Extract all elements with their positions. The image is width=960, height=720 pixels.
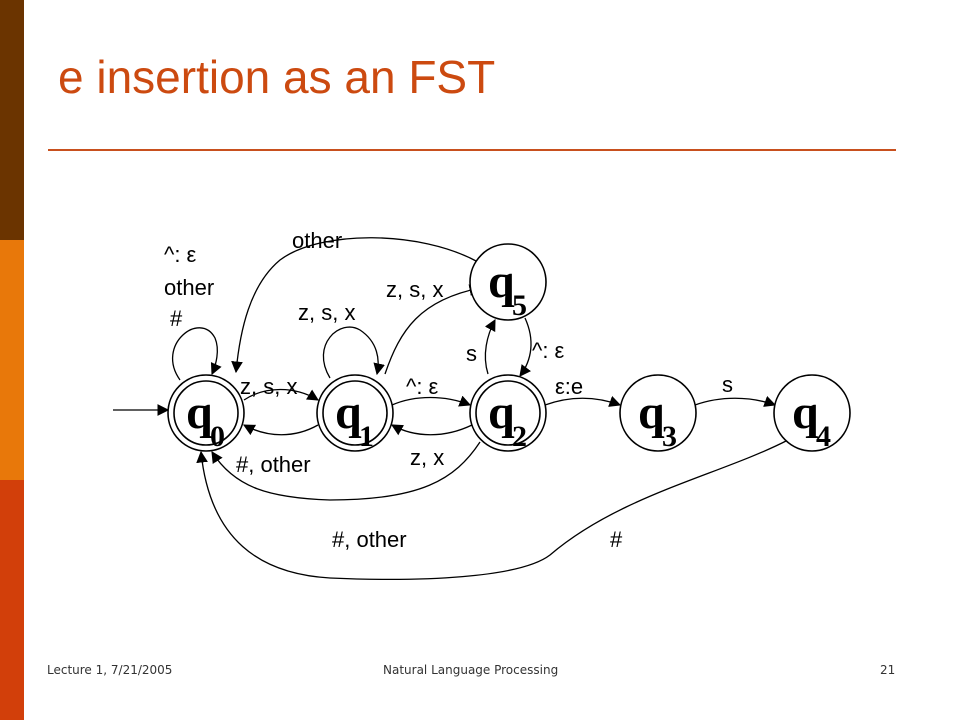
edge-q5-to-q0: [231, 237, 479, 374]
edge-label-q4-to-q0: #: [610, 527, 623, 552]
state-q3: [619, 374, 697, 452]
slide-title: e insertion as an FST: [58, 51, 496, 103]
edge-label-q1-to-q5: z, s, x: [386, 277, 443, 302]
edge-label-q5-to-q2: ^: ε: [532, 338, 565, 363]
side-bar-middle: [0, 240, 24, 480]
side-bar-top: [0, 0, 24, 240]
state-q4: [773, 374, 851, 452]
state-q5: [469, 243, 547, 321]
state-q1-sub: 1: [359, 420, 374, 453]
state-q3-letter: q: [638, 386, 665, 439]
edge-label-q0-to-q1: z, s, x: [240, 374, 297, 399]
edge-label-q5-to-q0: other: [292, 228, 342, 253]
edge-q0-to-q1: [243, 388, 319, 401]
edge-q1-to-q0: [242, 424, 319, 436]
edge-label-q1-loop: z, s, x: [298, 300, 355, 325]
footer-course-name: Natural Language Processing: [383, 663, 559, 677]
state-q2-letter: q: [488, 386, 515, 439]
edge-label-q3-to-q4: s: [722, 372, 733, 397]
state-q0-sub: 0: [210, 420, 225, 453]
state-q1-letter: q: [335, 386, 362, 439]
state-q0-letter: q: [186, 386, 213, 439]
edge-label-q2-to-q1: z, x: [410, 445, 444, 470]
state-q5-sub: 5: [512, 289, 527, 322]
edge-label-q2-to-q0: #, other: [332, 527, 407, 552]
edge-label-q2-to-q5: s: [466, 341, 477, 366]
state-q0: [167, 374, 245, 452]
footer-lecture-date: Lecture 1, 7/21/2005: [47, 663, 173, 677]
edge-q2-to-q3: [544, 395, 622, 407]
edge-q0-loop: [172, 327, 222, 381]
edge-label-q1-to-q2: ^: ε: [406, 374, 439, 399]
edge-label-q2-to-q3: ε:e: [555, 374, 583, 399]
edge-q5-to-q2: [519, 317, 532, 377]
edge-q1-loop: [322, 326, 385, 379]
edge-q2-to-q0: [211, 441, 481, 501]
edge-label-q0-loop-1: ^: ε: [164, 242, 197, 267]
state-q4-letter: q: [792, 386, 819, 439]
edge-label-q0-loop-2: other: [164, 275, 214, 300]
edge-label-q0-loop-3: #: [170, 306, 183, 331]
state-q2-sub: 2: [512, 420, 527, 453]
footer-page-number: 21: [880, 663, 896, 677]
title-rule: [48, 149, 896, 151]
edge-q2-to-q1: [390, 424, 473, 436]
edge-q2-to-q5: [484, 318, 496, 375]
state-q3-sub: 3: [662, 420, 677, 453]
edge-q4-to-q0: [196, 439, 789, 580]
edge-q1-to-q2: [391, 395, 472, 407]
edge-q3-to-q4: [694, 395, 777, 407]
state-q1: [316, 374, 394, 452]
edge-label-q1-to-q0: #, other: [236, 452, 311, 477]
state-q4-sub: 4: [816, 420, 831, 453]
state-q2: [469, 374, 547, 452]
state-q5-letter: q: [488, 255, 515, 308]
side-bar-bottom: [0, 480, 24, 720]
edge-q1-to-q5: [384, 284, 482, 375]
